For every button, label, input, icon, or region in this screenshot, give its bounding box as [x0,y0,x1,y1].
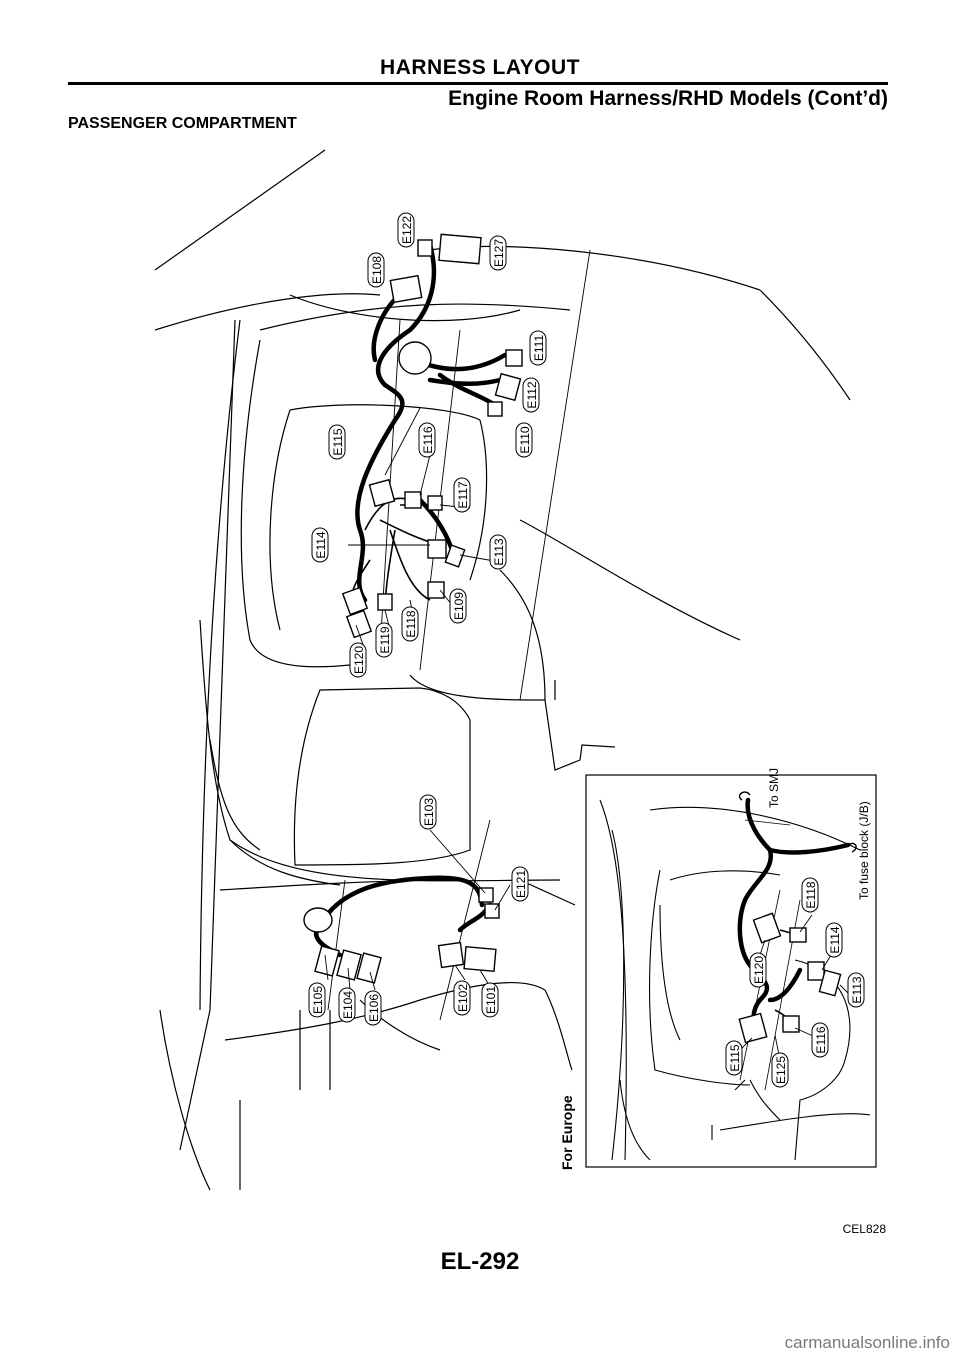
inset-label-e116: E116 [811,1022,829,1058]
svg-text:E114: E114 [314,531,328,558]
svg-text:E111: E111 [532,335,546,362]
label-e106: E106 [364,990,382,1026]
label-e112: E112 [522,377,540,413]
label-e115: E115 [328,424,346,460]
label-e114: E114 [311,527,329,563]
svg-text:E101: E101 [484,986,498,1014]
label-e116: E116 [418,422,436,458]
page-subtitle: Engine Room Harness/RHD Models (Cont’d) [448,87,888,110]
svg-text:E113: E113 [492,538,506,565]
label-e118: E118 [401,606,419,642]
figure-code: CEL828 [842,1222,886,1236]
label-e127: E127 [489,235,507,271]
label-e121: E121 [511,866,529,902]
svg-text:E122: E122 [400,216,414,244]
harness-branches [350,497,441,611]
svg-text:E116: E116 [814,1026,828,1053]
watermark: carmanualsonline.info [784,1333,950,1352]
inset-to-label: To SMJ [767,768,781,808]
svg-text:E103: E103 [422,798,436,826]
inset-label-e118: E118 [801,877,819,913]
svg-text:E104: E104 [341,991,355,1019]
label-e105: E105 [308,982,326,1018]
label-e122: E122 [397,212,415,248]
page-title: HARNESS LAYOUT [380,56,580,79]
inset-label-e114: E114 [825,922,843,958]
inset-label: For Europe [559,1095,575,1170]
label-e103: E103 [419,794,437,830]
label-e101: E101 [481,982,499,1018]
svg-text:E115: E115 [331,428,345,455]
connector-shapes [303,233,523,984]
svg-text:E112: E112 [525,381,539,408]
svg-text:E105: E105 [311,986,325,1014]
svg-text:E127: E127 [492,239,506,267]
label-e102: E102 [453,980,471,1016]
svg-text:E114: E114 [828,926,842,953]
label-e109: E109 [449,588,467,624]
svg-text:E113: E113 [850,976,864,1003]
label-e110: E110 [515,422,533,458]
section-title: PASSENGER COMPARTMENT [68,115,297,132]
inset-frame [585,774,877,1168]
inset-label-e120: E120 [749,952,767,988]
inset-connector-labels: E118 E120 E114 E113 E116 E115 E125 [725,877,865,1088]
svg-text:E125: E125 [774,1056,788,1084]
svg-text:E116: E116 [421,426,435,453]
label-e120: E120 [349,642,367,678]
label-e117: E117 [453,477,471,513]
page-number: EL-292 [440,1248,520,1275]
label-e104: E104 [338,987,356,1023]
inset-label-e115: E115 [725,1040,743,1076]
label-e108: E108 [367,252,385,288]
svg-text:E120: E120 [752,956,766,984]
inset-label-e125: E125 [771,1052,789,1088]
svg-text:E118: E118 [804,881,818,908]
svg-text:E115: E115 [728,1044,742,1071]
svg-text:E102: E102 [456,984,470,1012]
inset-fuse-block-label: To fuse block (J/B) [857,801,871,900]
svg-text:E108: E108 [370,256,384,284]
inset-label-e113: E113 [847,972,865,1008]
svg-text:E118: E118 [404,610,418,637]
europe-inset: For Europe [559,768,877,1170]
body-outline [154,149,851,1191]
svg-text:E109: E109 [452,592,466,620]
svg-text:E121: E121 [514,870,528,898]
svg-text:E120: E120 [352,646,366,674]
svg-text:E106: E106 [367,994,381,1022]
svg-text:E117: E117 [456,481,470,508]
header-rule [68,82,888,85]
svg-text:E119: E119 [378,626,392,653]
connector-labels: E122 E127 E108 E111 E112 E110 E115 E116 … [308,212,547,1026]
label-e119: E119 [375,622,393,658]
svg-text:E110: E110 [518,426,532,453]
label-e113: E113 [489,534,507,570]
label-e111: E111 [529,330,547,366]
